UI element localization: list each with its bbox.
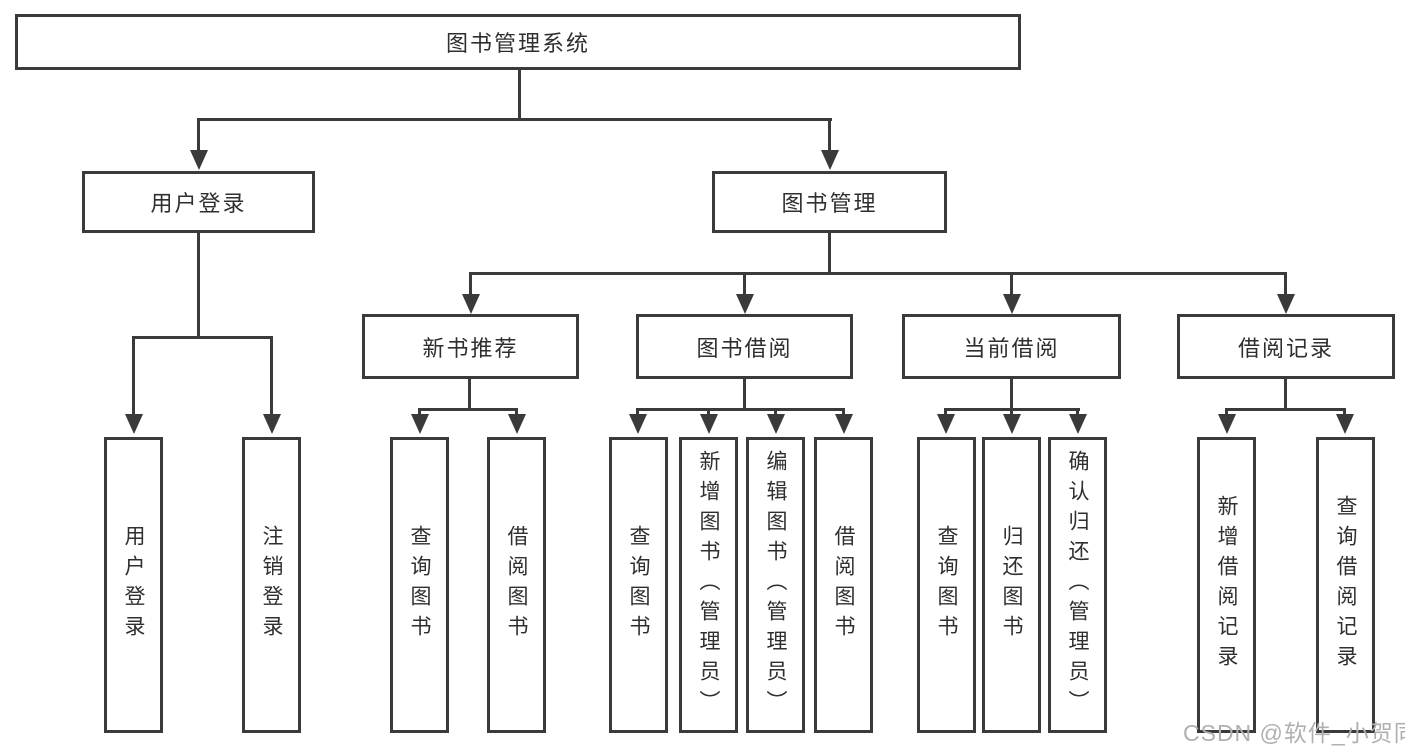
connector-records-vline [1284,379,1287,408]
node-new-book-recommend: 新书推荐 [362,314,579,379]
leaf-confirm-return-admin: 确认归还（管理员） [1048,437,1107,733]
node-label: 借阅记录 [1237,335,1334,361]
arrow-down-icon [270,336,273,414]
node-label: 编辑图书（管理员） [764,450,787,720]
arrow-down-icon [469,272,472,294]
node-label: 查询图书 [408,525,431,645]
arrow-down-icon [132,336,135,414]
leaf-borrow-books: 借阅图书 [814,437,873,733]
connector-mgmt-vline [828,233,831,272]
leaf-user-login: 用户登录 [104,437,163,733]
csdn-watermark: CSDN @软件_小贺同学 [1183,720,1405,746]
arrow-down-icon [418,408,421,414]
connector-recommend-hline [418,408,518,411]
connector-records-hline [1225,408,1346,411]
leaf-return-books: 归还图书 [982,437,1041,733]
connector-login-vline [197,233,200,336]
arrow-down-icon [515,408,518,414]
node-current-borrow: 当前借阅 [902,314,1121,379]
node-label: 确认归还（管理员） [1066,450,1089,720]
arrow-down-icon [1343,408,1346,414]
arrow-down-icon [197,118,200,150]
leaf-query-books-borrow: 查询图书 [609,437,668,733]
node-label: 归还图书 [1000,525,1023,645]
arrow-down-icon [743,272,746,294]
arrow-down-icon [1076,408,1079,414]
connector-recommend-vline [468,379,471,408]
node-label: 用户登录 [150,191,247,216]
leaf-add-borrow-record: 新增借阅记录 [1197,437,1256,733]
leaf-query-borrow-record: 查询借阅记录 [1316,437,1375,733]
leaf-add-books-admin: 新增图书（管理员） [679,437,738,733]
connector-root-hline [197,118,832,121]
connector-borrow-hline [636,408,845,411]
node-label: 借阅图书 [832,525,855,645]
arrow-down-icon [707,408,710,414]
arrow-down-icon [774,408,777,414]
arrow-down-icon [828,118,831,150]
node-label: 图书管理 [781,191,878,216]
node-book-borrow: 图书借阅 [636,314,853,379]
leaf-query-books-recommend: 查询图书 [390,437,449,733]
node-label: 新增借阅记录 [1215,495,1238,675]
arrow-down-icon [944,408,947,414]
arrow-down-icon [636,408,639,414]
node-label: 图书借阅 [696,335,793,361]
arrow-down-icon [1010,408,1013,414]
node-root-system: 图书管理系统 [15,14,1021,70]
node-label: 查询借阅记录 [1334,495,1357,675]
node-label: 新增图书（管理员） [697,450,720,720]
node-user-login: 用户登录 [82,171,315,233]
node-label: 用户登录 [122,525,145,645]
connector-mgmt-hline [469,272,1287,275]
node-label: 当前借阅 [963,335,1060,361]
leaf-edit-books-admin: 编辑图书（管理员） [746,437,805,733]
connector-current-vline [1010,379,1013,408]
connector-borrow-vline [743,379,746,408]
arrow-down-icon [1284,272,1287,294]
arrow-down-icon [1225,408,1228,414]
node-label: 查询图书 [627,525,650,645]
connector-root-vline [518,70,521,118]
leaf-query-books-current: 查询图书 [917,437,976,733]
node-label: 新书推荐 [422,335,519,361]
node-book-management: 图书管理 [712,171,947,233]
connector-login-hline [132,336,273,339]
arrow-down-icon [842,408,845,414]
leaf-borrow-books-recommend: 借阅图书 [487,437,546,733]
leaf-logout: 注销登录 [242,437,301,733]
node-label: 借阅图书 [505,525,528,645]
node-label: 注销登录 [260,525,283,645]
arrow-down-icon [1010,272,1013,294]
node-borrow-records: 借阅记录 [1177,314,1395,379]
node-label: 图书管理系统 [445,31,590,56]
node-label: 查询图书 [935,525,958,645]
